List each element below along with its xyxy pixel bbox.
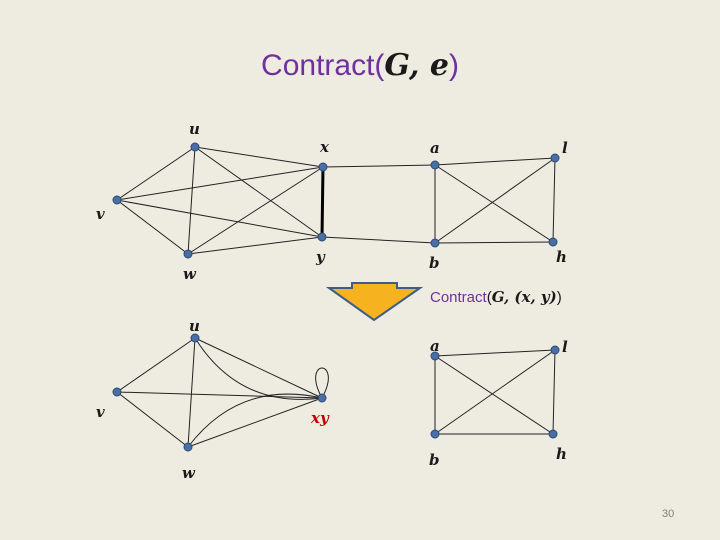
bottom-edge-xy-xy [315,367,329,399]
top-edge-l-h [552,157,556,243]
top-node-a [430,160,440,170]
bottom-edge-l-h [552,349,556,435]
label-top-l: l [562,139,568,157]
bottom-edge-v-xy [116,391,323,399]
subtitle-function: Contract [430,289,487,306]
bottom-node-b [430,429,440,439]
top-edge-b-h [434,241,554,244]
top-edge-a-h [434,164,554,243]
top-edge-x-v [116,166,324,201]
bottom-edge-a-h [434,355,554,435]
top-edge-x-a [322,164,436,168]
top-node-u [190,142,200,152]
title-close-paren: ) [448,49,459,82]
label-top-u: u [189,120,200,138]
bottom-edge-v-w [116,391,189,448]
label-bottom-xy: xy [311,409,329,427]
page-number: 30 [662,508,675,520]
top-edge-v-y [116,199,323,238]
top-edge-u-y [194,146,323,238]
label-bottom-a: a [430,337,440,355]
title-args: G, e [384,48,449,83]
top-node-h [548,237,558,247]
label-top-v: v [96,205,105,223]
top-edge-w-y [187,236,323,255]
bottom-node-a [430,351,440,361]
top-edge-v-w [116,199,189,255]
label-top-b: b [429,254,440,272]
slide-title: Contract(G, e) [0,48,720,83]
top-edge-a-l [434,157,556,166]
label-bottom-b: b [429,451,440,469]
subtitle-open-paren: ( [486,289,492,306]
top-node-w [183,249,193,259]
bottom-node-l [550,345,560,355]
title-function: Contract [261,49,375,82]
bottom-node-w [183,442,193,452]
bottom-edge-a-l [434,349,556,357]
label-bottom-u: u [189,317,200,335]
label-top-w: w [183,265,196,283]
label-top-a: a [430,139,440,157]
title-open-paren: ( [374,49,385,82]
down-arrow-icon [325,282,424,322]
label-bottom-w: w [182,464,195,482]
bottom-edge-w-xy [187,397,323,448]
bottom-edge-u-v [116,337,196,393]
top-node-y [317,232,327,242]
top-edge-y-b [321,236,436,244]
bottom-edge-l-b [434,349,556,435]
label-top-h: h [556,248,567,266]
bottom-graph-nodes [112,333,560,452]
bottom-node-v [112,387,122,397]
top-graph-edges [116,146,556,255]
label-bottom-v: v [96,403,105,421]
label-top-y: y [316,248,325,266]
contract-subtitle: Contract(G, (x, y)) [430,288,562,306]
top-node-v [112,195,122,205]
top-node-x [318,162,328,172]
bottom-node-xy [317,393,327,403]
top-node-b [430,238,440,248]
bottom-node-h [548,429,558,439]
top-graph-nodes [112,142,560,259]
top-edge-u-v [116,146,196,201]
bottom-edge-u-xy-2 [194,337,323,400]
top-edge-u-w [187,146,196,255]
top-edge-x-w [187,166,324,255]
label-bottom-l: l [562,338,568,356]
bottom-edge-u-xy [194,337,323,399]
top-edge-l-b [434,157,556,244]
label-bottom-h: h [556,445,567,463]
bottom-edge-u-w [187,337,196,448]
bottom-graph-edges [116,337,556,448]
label-top-x: x [320,138,329,156]
subtitle-close-paren: ) [556,289,562,306]
top-node-l [550,153,560,163]
top-edge-u-x [194,146,324,168]
bottom-edge-w-xy-2 [187,393,323,448]
contracted-edge-xy [320,166,325,238]
subtitle-args: G, (x, y) [491,288,557,306]
bottom-node-u [190,333,200,343]
